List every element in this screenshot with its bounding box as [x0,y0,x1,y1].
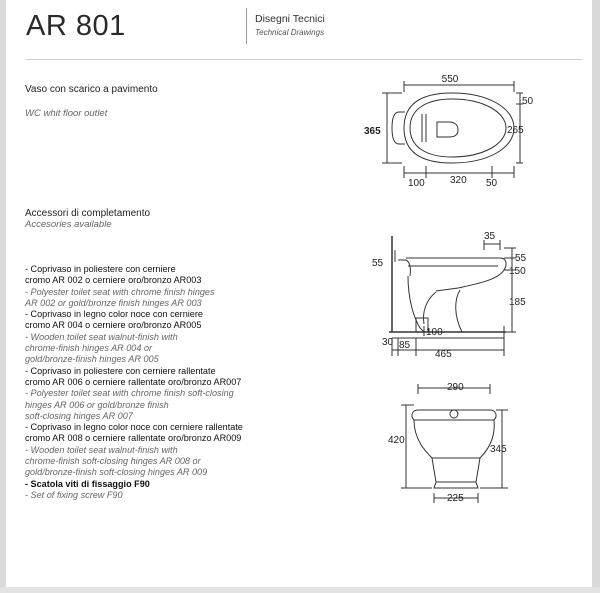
header-rule [26,59,582,60]
dim-top-right-mid: 265 [507,125,524,136]
accessory-text-it: cromo AR 004 o cerniere oro/bronzo AR005 [25,320,202,331]
accessory-text-en: - Polyester toilet seat with chrome fini… [25,286,215,297]
dim-top-right-top: 50 [522,96,534,107]
right-frame [592,0,600,593]
dim-top-depth: 365 [364,126,381,137]
accessories-heading-it: Accessori di completamento [25,208,151,219]
dim-front-top: 290 [447,382,464,393]
accessory-item: - Scatola viti di fissaggio F90- Set of … [25,479,265,502]
bottom-frame [0,587,600,593]
datasheet-page: AR 801 Disegni Tecnici Technical Drawing… [6,0,592,587]
technical-drawings: 550 365 50 265 100 320 50 35 55 55 150 1… [364,74,534,504]
dim-side-right-c: 185 [509,297,526,308]
accessory-text-en: - Set of fixing screw F90 [25,489,123,500]
accessory-text-en: chrome-finish soft-closing hinges AR 008… [25,456,201,467]
accessory-text-en: AR 002 or gold/bronze finish hinges AR 0… [25,297,202,308]
dim-top-bottom-mid: 320 [450,175,467,186]
accessory-text-en: - Wooden toilet seat walnut-finish with [25,331,178,342]
accessory-text-en: gold/bronze-finish hinges AR 005 [25,354,159,365]
dim-front-bottom: 225 [447,493,464,504]
accessory-text-en: - Wooden toilet seat walnut-finish with [25,444,178,455]
accessory-text-it: - Coprivaso in legno color noce con cern… [25,422,243,433]
accessory-text-it: - Scatola viti di fissaggio F90 [25,478,150,489]
dim-side-right-a: 55 [515,253,527,264]
accessory-item: - Coprivaso in legno color noce con cern… [25,309,265,365]
top-view-drawing [382,81,523,178]
section-title-en: Technical Drawings [255,28,325,37]
product-title-en: WC whit floor outlet [25,108,108,119]
dim-side-floor-a: 100 [426,327,443,338]
accessory-text-it: - Coprivaso in poliestere con cerniere r… [25,365,216,376]
dim-front-right: 345 [490,444,507,455]
product-title-it: Vaso con scarico a pavimento [25,84,158,95]
dim-side-top: 35 [484,231,496,242]
accessory-item: - Coprivaso in poliestere con cerniere r… [25,366,265,422]
accessory-text-en: gold/bronze-finish soft-closing hinges A… [25,467,208,478]
dim-side-floor-d: 465 [435,349,452,360]
accessory-text-it: - Coprivaso in legno color noce con cern… [25,309,203,320]
side-view-drawing [389,236,516,356]
section-title-it: Disegni Tecnici [255,13,325,25]
accessory-text-it: cromo AR 008 o cerniere rallentate oro/b… [25,433,242,444]
dim-top-width: 550 [442,74,459,85]
dim-top-bottom-right: 50 [486,178,498,189]
accessory-item: - Coprivaso in legno color noce con cern… [25,422,265,478]
dim-top-bottom-left: 100 [408,178,425,189]
dim-front-left: 420 [388,435,405,446]
front-view-drawing [401,384,508,503]
accessory-text-it: cromo AR 002 o cerniere oro/bronzo AR003 [25,275,202,286]
product-code: AR 801 [26,10,126,42]
header-divider [246,8,247,44]
dim-side-right-b: 150 [509,266,526,277]
accessory-text-en: chrome-finish hinges AR 004 or [25,343,153,354]
dim-side-floor-b: 30 [382,337,394,348]
accessories-heading-en: Accesories available [25,219,112,230]
accessory-text-en: - Polyester toilet seat with chrome fini… [25,388,234,399]
left-frame [0,0,6,593]
dim-side-left: 55 [372,258,384,269]
dim-side-floor-c: 85 [399,340,411,351]
accessory-text-it: - Coprivaso in poliestere con cerniere [25,264,176,274]
accessory-text-en: soft-closing hinges AR 007 [25,410,133,421]
accessory-text-en: hinges AR 006 or gold/bronze finish [25,399,169,410]
accessory-text-it: cromo AR 006 o cerniere rallentate oro/b… [25,376,242,387]
